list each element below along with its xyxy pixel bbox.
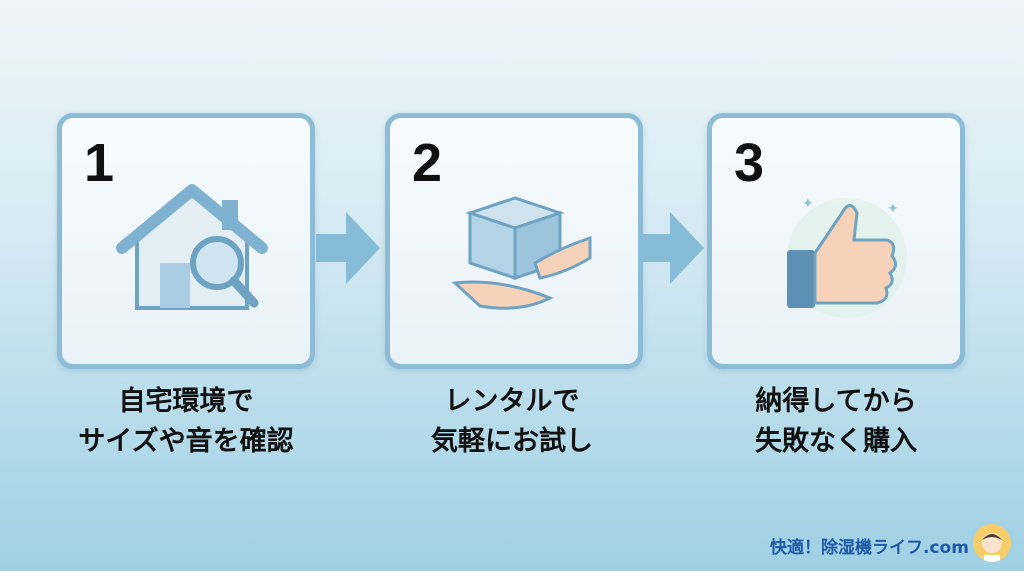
house-search-icon (116, 184, 268, 310)
step-caption-3: 納得してから 失敗なく購入 (686, 382, 986, 462)
caption-line: 納得してから (755, 386, 917, 417)
arrow-right-icon (640, 212, 704, 284)
svg-text:✦: ✦ (887, 201, 899, 217)
step-number: 3 (734, 133, 765, 193)
caption-line: 失敗なく購入 (755, 426, 917, 457)
step-number: 2 (412, 133, 443, 193)
caption-line: 気軽にお試し (431, 426, 593, 457)
avatar (973, 524, 1011, 562)
step-card-2: 2 (385, 113, 643, 369)
step-card-3: 3 ✦✦ (707, 113, 965, 369)
step-card-1: 1 (57, 113, 315, 369)
svg-text:✦: ✦ (802, 196, 814, 212)
box-handover-icon (451, 196, 592, 310)
caption-line: サイズや音を確認 (78, 426, 294, 457)
step-number: 1 (84, 133, 115, 193)
arrow-right-icon (316, 212, 380, 284)
thumbs-up-icon: ✦✦ (787, 196, 907, 318)
step-caption-2: レンタルで 気軽にお試し (362, 382, 662, 462)
caption-line: レンタルで (444, 386, 580, 417)
caption-line: 自宅環境で (118, 386, 254, 417)
step-caption-1: 自宅環境で サイズや音を確認 (36, 382, 336, 462)
brand-name: 快適！除湿機ライフ.com (770, 538, 969, 558)
